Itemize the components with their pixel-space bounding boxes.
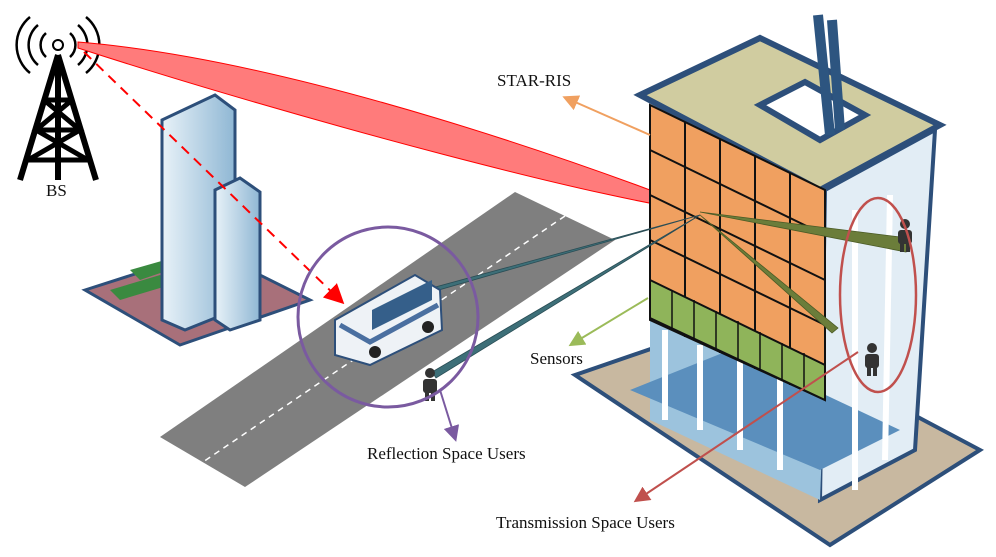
transmission-beams [699, 211, 909, 334]
base-station-icon [15, 16, 101, 181]
star-ris-arrow [562, 95, 651, 136]
star-ris-label: STAR-RIS [497, 71, 571, 90]
transmission-users-label: Transmission Space Users [496, 513, 675, 532]
office-building-right [570, 14, 984, 548]
office-building-left [81, 93, 314, 347]
transmission-space-ellipse [838, 196, 918, 394]
reflection-space-circle [296, 225, 480, 409]
sensors-label: Sensors [530, 349, 583, 368]
reflection-users-arrow [439, 389, 460, 442]
transmission-users-arrow [633, 351, 859, 503]
transmission-user-icon-2 [865, 343, 879, 376]
reflection-users-label: Reflection Space Users [367, 444, 526, 463]
bs-label: BS [46, 181, 67, 200]
direct-link-arrow [83, 51, 345, 305]
sensors-arrow [568, 297, 649, 347]
bus-icon [334, 273, 444, 367]
